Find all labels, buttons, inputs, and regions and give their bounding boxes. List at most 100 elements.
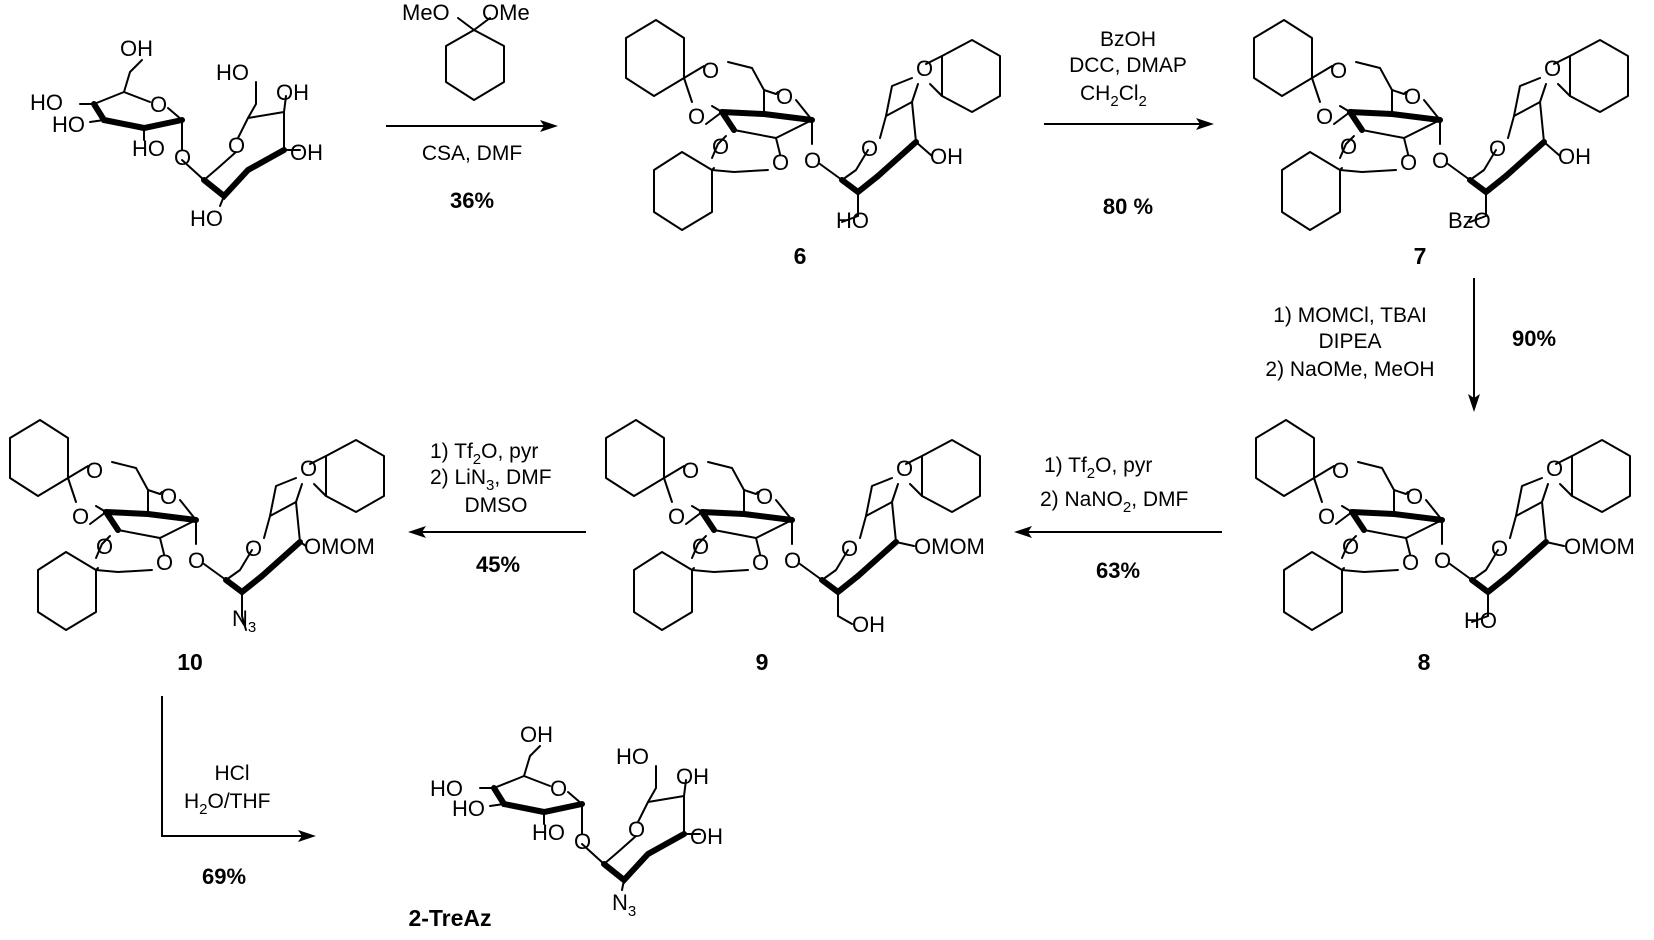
atom-o: O [668, 504, 685, 529]
atom-o: O [896, 456, 913, 481]
atom-ho: HO [452, 796, 485, 821]
atom-oh: OH [290, 140, 323, 165]
step4-condition-1: 1) Tf2O, pyr [1044, 454, 1152, 482]
atom-o: O [1406, 484, 1423, 509]
atom-o: O [752, 550, 769, 575]
step1-yield: 36% [450, 188, 494, 213]
atom-o: O [174, 145, 191, 170]
atom-omom: OMOM [914, 534, 985, 559]
atom-o: O [776, 84, 793, 109]
atom-oh: OH [520, 722, 553, 747]
atom-o: O [1434, 548, 1451, 573]
step3-condition-3: 2) NaOMe, MeOH [1265, 358, 1434, 381]
atom-o: O [72, 504, 89, 529]
atom-oh: OH [690, 824, 723, 849]
atom-bzo: BzO [1448, 208, 1491, 233]
atom-oh: OH [676, 764, 709, 789]
atom-oh: OH [1558, 144, 1591, 169]
reagent-dimethoxycyclohexane: MeO OMe [402, 0, 530, 101]
reaction-arrow-step1: CSA, DMF 36% [386, 120, 558, 213]
step5-condition-2: 2) LiN3, DMF [430, 466, 552, 494]
atom-o: O [86, 458, 103, 483]
molecule-9: O O O O O O O O OMOM OH [606, 420, 985, 637]
reaction-arrow-step3: 1) MOMCl, TBAI DIPEA 2) NaOMe, MeOH 90% [1265, 278, 1556, 412]
step3-yield: 90% [1512, 326, 1556, 351]
reaction-arrow-step2: BzOH DCC, DMAP CH2Cl2 80 % [1044, 28, 1214, 219]
atom-o: O [682, 458, 699, 483]
step2-condition-solvent: CH2Cl2 [1080, 82, 1147, 110]
step2-condition-bzoh: BzOH [1100, 28, 1156, 51]
reaction-arrow-step5: 1) Tf2O, pyr 2) LiN3, DMF DMSO 45% [408, 440, 586, 577]
molecule-7: O O O O O O O O OH BzO [1254, 20, 1628, 233]
atom-o: O [160, 484, 177, 509]
atom-n3: N3 [232, 606, 256, 636]
atom-oh: OH [120, 36, 153, 61]
compound-label-2-treaz: 2-TreAz [408, 905, 491, 931]
atom-o: O [628, 817, 645, 842]
atom-o: O [188, 548, 205, 573]
atom-o: O [702, 58, 719, 83]
atom-o: O [1546, 456, 1563, 481]
atom-o: O [574, 829, 591, 854]
atom-oh: OH [852, 612, 885, 637]
reagent-ome-label: OMe [482, 0, 530, 25]
step6-yield: 69% [202, 864, 246, 889]
compound-label-6: 6 [794, 243, 807, 269]
atom-o: O [1340, 134, 1357, 159]
atom-o: O [1332, 458, 1349, 483]
atom-o: O [156, 550, 173, 575]
molecule-8: O O O O O O O O OMOM HO [1256, 420, 1635, 633]
step4-condition-2: 2) NaNO2, DMF [1040, 488, 1188, 516]
atom-o: O [300, 456, 317, 481]
atom-ho: HO [30, 90, 63, 115]
atom-o: O [150, 92, 167, 117]
step5-condition-1: 1) Tf2O, pyr [430, 440, 538, 468]
atom-oh: OH [276, 80, 309, 105]
step5-yield: 45% [476, 552, 520, 577]
atom-o: O [1544, 56, 1561, 81]
atom-o: O [841, 536, 858, 561]
step6-condition-1: HCl [215, 762, 250, 785]
molecule-10: O O O O O O O O OMOM N3 [10, 420, 384, 636]
compound-label-10: 10 [177, 649, 203, 675]
atom-oh: OH [930, 144, 963, 169]
atom-o: O [756, 484, 773, 509]
atom-ho: HO [532, 820, 565, 845]
molecule-trehalose: OH HO O HO HO O O HO OH OH HO [30, 36, 323, 231]
atom-ho: HO [52, 112, 85, 137]
step5-condition-3: DMSO [465, 494, 528, 517]
atom-o: O [692, 534, 709, 559]
atom-o: O [1318, 504, 1335, 529]
atom-ho: HO [1464, 608, 1497, 633]
compound-label-8: 8 [1418, 649, 1431, 675]
step2-yield: 80 % [1103, 194, 1153, 219]
molecule-2-treaz: OH HO O HO HO O O HO OH OH N3 [430, 722, 723, 920]
atom-omom: OMOM [304, 534, 375, 559]
atom-o: O [96, 534, 113, 559]
atom-ho: HO [616, 744, 649, 769]
reagent-meo-label: MeO [402, 0, 450, 25]
atom-ho: HO [132, 136, 165, 161]
step1-condition: CSA, DMF [422, 142, 522, 165]
atom-o: O [228, 133, 245, 158]
atom-o: O [245, 536, 262, 561]
atom-omom: OMOM [1564, 534, 1635, 559]
atom-ho: HO [836, 208, 869, 233]
atom-o: O [1402, 550, 1419, 575]
atom-o: O [550, 776, 567, 801]
atom-o: O [712, 134, 729, 159]
step6-condition-2: H2O/THF [184, 790, 271, 818]
atom-n3: N3 [612, 890, 636, 920]
reaction-arrow-step6: HCl H2O/THF 69% [161, 696, 316, 889]
atom-ho: HO [430, 776, 463, 801]
atom-ho: HO [190, 206, 223, 231]
atom-o: O [1404, 84, 1421, 109]
atom-o: O [804, 148, 821, 173]
atom-o: O [1400, 150, 1417, 175]
atom-o: O [784, 548, 801, 573]
atom-o: O [688, 104, 705, 129]
atom-o: O [861, 136, 878, 161]
step3-condition-1: 1) MOMCl, TBAI [1273, 304, 1427, 327]
step3-condition-2: DIPEA [1318, 330, 1381, 353]
compound-label-7: 7 [1414, 243, 1427, 269]
